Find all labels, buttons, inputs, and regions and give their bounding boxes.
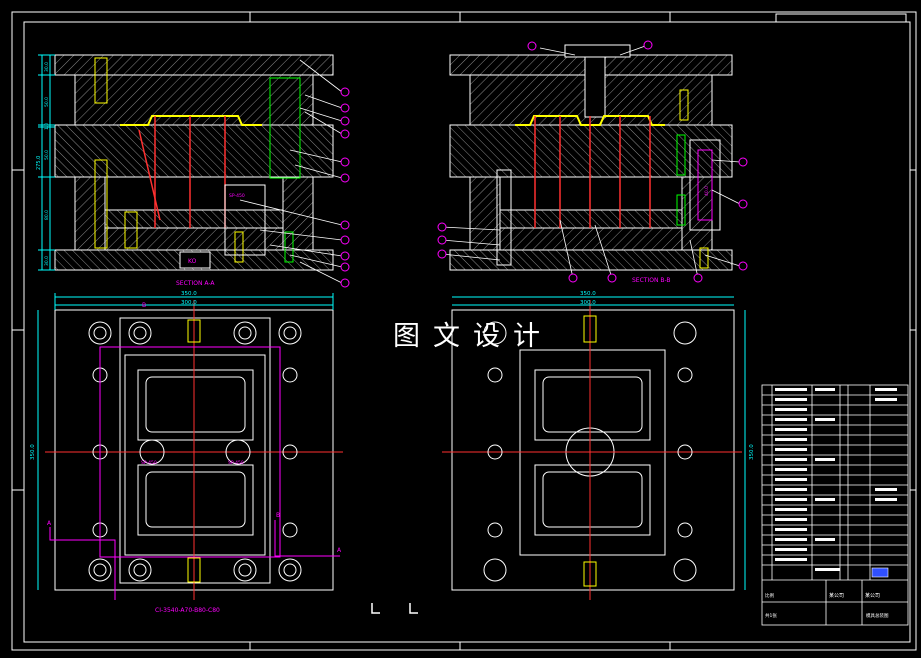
corner-tag [775, 13, 907, 23]
dim-stack-3: 1.0 [44, 123, 50, 130]
plate-label-sp-left: SP-450 [229, 193, 245, 199]
plate-label-sp-a: SP-450 [141, 460, 157, 466]
section-b-b-view [437, 40, 748, 283]
dim-stack-1: 30.0 [44, 62, 50, 72]
dim-stack-4: 50.0 [44, 150, 50, 160]
title-block-drawing-no: 模具总装图 [866, 612, 889, 619]
inner-border [23, 21, 911, 643]
section-marker-b2: B [276, 512, 280, 519]
dim-top-right-inner: 300.0 [580, 300, 596, 306]
dim-left-height: 350.0 [30, 444, 36, 460]
dim-stack-2: 50.0 [44, 97, 50, 107]
section-aa-title: SECTION A-A [176, 280, 215, 287]
plan-view-right [442, 296, 746, 600]
outer-border [11, 11, 917, 651]
section-marker-a1: A [47, 520, 52, 527]
title-block-company-b: 某公司 [865, 593, 880, 599]
section-marker-b1: B [142, 302, 146, 309]
dim-stack-total: 275.0 [36, 156, 42, 170]
dim-stack-6: 30.0 [44, 256, 50, 266]
watermark-text: 图文设计 [393, 321, 553, 352]
title-block-sheet: 共1张 [765, 612, 777, 619]
part-code: CI-3540-A70-B80-C80 [155, 607, 220, 614]
title-block-company-a: 某公司 [829, 593, 844, 599]
plan-view-left [37, 293, 343, 600]
section-a-a-view [38, 54, 350, 288]
title-block-scale: 比例 [765, 592, 774, 599]
section-marker-a2: A [337, 547, 342, 554]
dim-top-right-width: 350.0 [580, 291, 596, 297]
dim-top-left-width: 350.0 [181, 291, 197, 297]
dim-top-left-inner: 300.0 [181, 300, 197, 306]
title-block [761, 384, 909, 626]
dim-stack-5: 80.0 [44, 210, 50, 220]
dim-right-height: 350.0 [749, 444, 755, 460]
section-view-arrows [371, 603, 418, 614]
plate-label-sp-b: SP-450 [228, 460, 244, 466]
plate-label-ko: KO [188, 258, 197, 265]
section-bb-title: SECTION B-B [632, 277, 671, 284]
border-zone-ticks [12, 12, 916, 650]
logo-badge [871, 567, 889, 578]
bom-row-text-marks [775, 388, 897, 571]
dim-b-inner: 40.0 [704, 186, 710, 196]
